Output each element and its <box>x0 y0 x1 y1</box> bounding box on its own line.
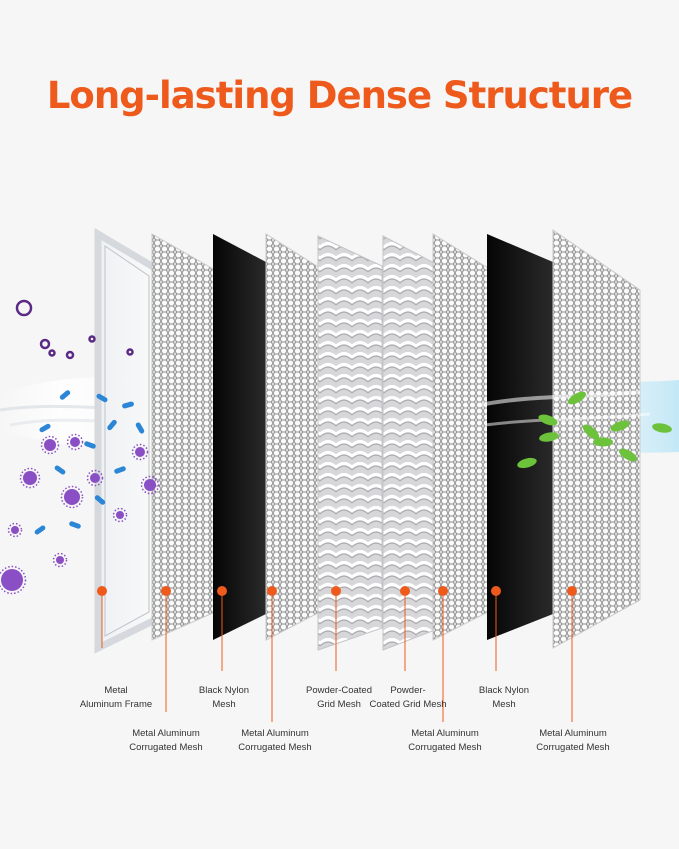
layer-label-line2: Corrugated Mesh <box>536 742 610 753</box>
leaf-icon <box>568 391 586 405</box>
air-streak <box>479 390 641 407</box>
metal-aluminum-corrugated-mesh-2-panel <box>265 233 321 641</box>
layer-marker-dot <box>161 586 171 596</box>
virus-particle <box>44 439 56 451</box>
bacteria-particle <box>114 466 126 474</box>
virus-spikes <box>66 433 84 451</box>
layer-label-line2: Corrugated Mesh <box>408 742 482 753</box>
layer-label-line1: Metal Aluminum <box>411 728 479 739</box>
bacteria-particle <box>107 419 117 431</box>
layer-label-line2: Corrugated Mesh <box>238 742 312 753</box>
layer-label-line2: Mesh <box>212 699 236 710</box>
black-nylon-mesh-1-panel <box>213 234 266 640</box>
layer-label-line1: Powder- <box>390 685 426 696</box>
layer-label-line1: Black Nylon <box>198 685 250 696</box>
virus-particle <box>135 447 145 457</box>
bacteria-particle <box>59 390 71 400</box>
layer-label-line1: Powder-Coated <box>305 685 372 696</box>
layer-label-line1: Black Nylon <box>478 685 530 696</box>
leaf-icon <box>619 448 637 462</box>
virus-spikes <box>19 467 41 489</box>
leaf-icon <box>610 420 630 432</box>
virus-particle <box>116 511 124 519</box>
pollutant-ring <box>126 348 134 356</box>
layer-label-powder-coated-grid-mesh-2: Powder- Coated Grid Mesh <box>363 684 453 712</box>
air-streak <box>484 412 651 427</box>
powder-coated-grid-mesh-1-panel <box>317 235 383 651</box>
powder-coated-grid-mesh-2-panel <box>382 235 441 651</box>
bacteria-particle <box>54 465 66 475</box>
bacteria-particle <box>96 393 108 403</box>
virus-particle <box>64 489 80 505</box>
pollutant-ring <box>48 349 56 357</box>
leaf-icon <box>582 424 600 440</box>
virus-particle <box>1 569 23 591</box>
layer-label-line2: Corrugated Mesh <box>129 742 203 753</box>
metal-aluminum-corrugated-mesh-1-panel <box>151 233 216 641</box>
virus-particle <box>70 437 80 447</box>
pollutant-ring <box>15 299 33 317</box>
layer-label-line2: Grid Mesh <box>317 699 361 710</box>
virus-particle <box>56 556 64 564</box>
bacteria-particle <box>34 525 46 535</box>
pollutant-ring <box>39 338 51 350</box>
layer-label-line2: Mesh <box>492 699 516 710</box>
layer-marker-dot <box>491 586 501 596</box>
leaf-icon <box>652 423 672 433</box>
virus-particle <box>144 479 156 491</box>
metal-aluminum-frame-panel <box>94 227 159 654</box>
virus-spikes <box>60 485 84 509</box>
layer-marker-dot <box>438 586 448 596</box>
leaf-icon <box>593 437 613 447</box>
bacteria-particle <box>69 521 81 529</box>
layer-label-line1: Metal Aluminum <box>132 728 200 739</box>
bacteria-particle <box>122 401 134 409</box>
bacteria-particle <box>94 495 106 505</box>
layer-marker-dot <box>331 586 341 596</box>
page-title: Long-lasting Dense Structure <box>46 74 633 117</box>
virus-particle <box>90 473 100 483</box>
layer-label-line1: Metal <box>104 685 128 696</box>
virus-particle <box>11 526 19 534</box>
virus-spikes <box>40 435 60 455</box>
frame-inner-edge <box>104 245 150 637</box>
virus-particle <box>23 471 37 485</box>
layer-marker-dot <box>567 586 577 596</box>
pollutant-ring <box>65 350 75 360</box>
virus-spikes <box>140 475 160 495</box>
black-nylon-mesh-2-panel <box>487 234 553 640</box>
layer-label-line2: Aluminum Frame <box>79 699 153 710</box>
bacteria-particle <box>84 441 96 449</box>
layer-marker-dot <box>97 586 107 596</box>
layer-marker-dot <box>217 586 227 596</box>
virus-spikes <box>112 507 128 523</box>
layer-label-line1: Metal Aluminum <box>241 728 309 739</box>
bacteria-particle <box>135 422 145 434</box>
leaf-icon <box>517 457 537 469</box>
bacteria-particle <box>39 423 51 433</box>
layer-label-line1: Metal Aluminum <box>539 728 607 739</box>
layer-marker-dot <box>267 586 277 596</box>
virus-spikes <box>86 469 104 487</box>
leaf-icon <box>538 414 558 426</box>
metal-aluminum-corrugated-mesh-3-panel <box>432 233 489 641</box>
virus-spikes <box>7 522 23 538</box>
layer-label-line2: Coated Grid Mesh <box>369 699 447 710</box>
virus-spikes <box>52 552 68 568</box>
pollutant-ring <box>88 335 96 343</box>
leaf-icon <box>539 432 559 442</box>
virus-spikes <box>131 443 149 461</box>
layer-marker-dot <box>400 586 410 596</box>
virus-spikes <box>0 565 27 595</box>
